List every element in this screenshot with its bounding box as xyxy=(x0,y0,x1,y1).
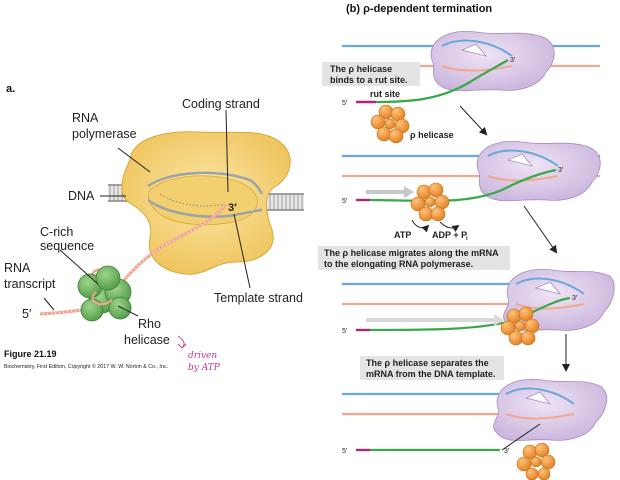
arrow-1 xyxy=(459,105,488,136)
adp-sub: i xyxy=(466,236,468,242)
label-template-strand: Template strand xyxy=(214,291,303,305)
label-c-rich-line2: sequence xyxy=(40,239,94,253)
leader-crich xyxy=(59,249,99,285)
label-five-prime-a: 5′ xyxy=(22,307,32,321)
rna-polymerase-4 xyxy=(493,378,608,441)
rna-through-rho xyxy=(91,291,113,306)
panel-a-letter: a. xyxy=(6,83,15,95)
stage-1: 5′ 3′ The ρ helicase binds to a rut site… xyxy=(322,30,600,144)
step3-line1: The ρ helicase separates the xyxy=(366,358,489,368)
figure-credit: Biochemistry, First Edition, Copyright ©… xyxy=(4,363,168,370)
step2-line1: The ρ helicase migrates along the mRNA xyxy=(324,248,499,258)
adp-label: ADP + P xyxy=(432,230,467,240)
leader-coding xyxy=(225,109,229,193)
rho-hexamer-1 xyxy=(370,104,410,144)
panel-b: (b) ρ-dependent termination 5′ 3′ The ρ … xyxy=(318,3,615,480)
rna-polymerase-1 xyxy=(430,30,555,92)
migration-arrow-2 xyxy=(366,314,504,326)
three-prime-4: 3′ xyxy=(504,448,510,455)
polymerase-cleft-1 xyxy=(460,43,488,57)
label-c-rich-line1: C-rich xyxy=(40,225,73,239)
leader-template xyxy=(233,213,251,289)
rut-site-label: rut site xyxy=(370,89,400,99)
atp-label: ATP xyxy=(394,230,411,240)
step1-line1: The ρ helicase xyxy=(330,64,392,74)
coding-strand-bubble xyxy=(147,171,264,195)
stage-3: 5′ 3′ The ρ helicase separates the mRNA … xyxy=(342,268,615,380)
step3-box xyxy=(360,356,504,380)
mrna-1 xyxy=(375,59,509,104)
label-rho-line2: helicase xyxy=(124,333,170,347)
label-dna: DNA xyxy=(68,189,95,203)
figure-caption: Figure 21.19 xyxy=(4,349,57,359)
leader-polymerase xyxy=(117,147,151,173)
leader-transcript xyxy=(43,297,55,311)
label-rna-transcript-line1: RNA xyxy=(4,261,31,275)
label-rna-polymerase-line1: RNA xyxy=(72,111,99,125)
step1-line2: binds to a rut site. xyxy=(330,75,408,85)
five-prime-2: 5′ xyxy=(342,198,348,205)
handwritten-arrow xyxy=(177,335,187,349)
rho-label-b: ρ helicase xyxy=(410,130,454,140)
label-three-prime-a: 3′ xyxy=(228,202,237,214)
release-line xyxy=(501,423,541,451)
three-prime-3: 3′ xyxy=(572,295,578,302)
step3-line2: mRNA from the DNA template. xyxy=(366,369,495,379)
five-prime-3: 5′ xyxy=(342,328,348,335)
rho-hexamer-3 xyxy=(500,306,540,346)
adp-arrow xyxy=(439,221,460,232)
stage-4: 5′ 3′ xyxy=(342,378,608,480)
label-coding-strand: Coding strand xyxy=(182,97,260,111)
arrow-2 xyxy=(523,205,558,254)
migration-arrow-1 xyxy=(366,186,414,198)
rho-helicase-hexamer xyxy=(77,265,132,322)
handwritten-note-line2: by ATP xyxy=(188,363,221,373)
atp-arrow xyxy=(411,219,430,233)
template-strand-bubble xyxy=(147,199,263,218)
dna-right xyxy=(262,193,304,211)
handwritten-note-line1: driven xyxy=(188,351,217,361)
rho-hexamer-4 xyxy=(516,442,556,480)
label-rna-polymerase-line2: polymerase xyxy=(72,127,137,141)
step2-line2: to the elongating RNA polymerase. xyxy=(324,259,473,269)
step2-box xyxy=(318,246,510,270)
mrna-2 xyxy=(369,168,557,203)
step1-box xyxy=(322,62,420,86)
rho-hexamer-2 xyxy=(410,182,450,222)
five-prime-1: 5′ xyxy=(342,100,348,107)
three-prime-1: 3′ xyxy=(510,57,516,64)
three-prime-2: 3′ xyxy=(558,167,564,174)
label-rho-line1: Rho xyxy=(138,317,161,331)
leader-rho xyxy=(117,305,139,317)
panel-a: a. xyxy=(4,83,304,373)
stage-2: 5′ 3′ ATP ADP + P i The ρ helicase migra… xyxy=(318,140,601,270)
panel-b-title: (b) ρ-dependent termination xyxy=(346,3,492,15)
five-prime-4: 5′ xyxy=(342,448,348,455)
label-rna-transcript-line2: transcript xyxy=(4,277,56,291)
